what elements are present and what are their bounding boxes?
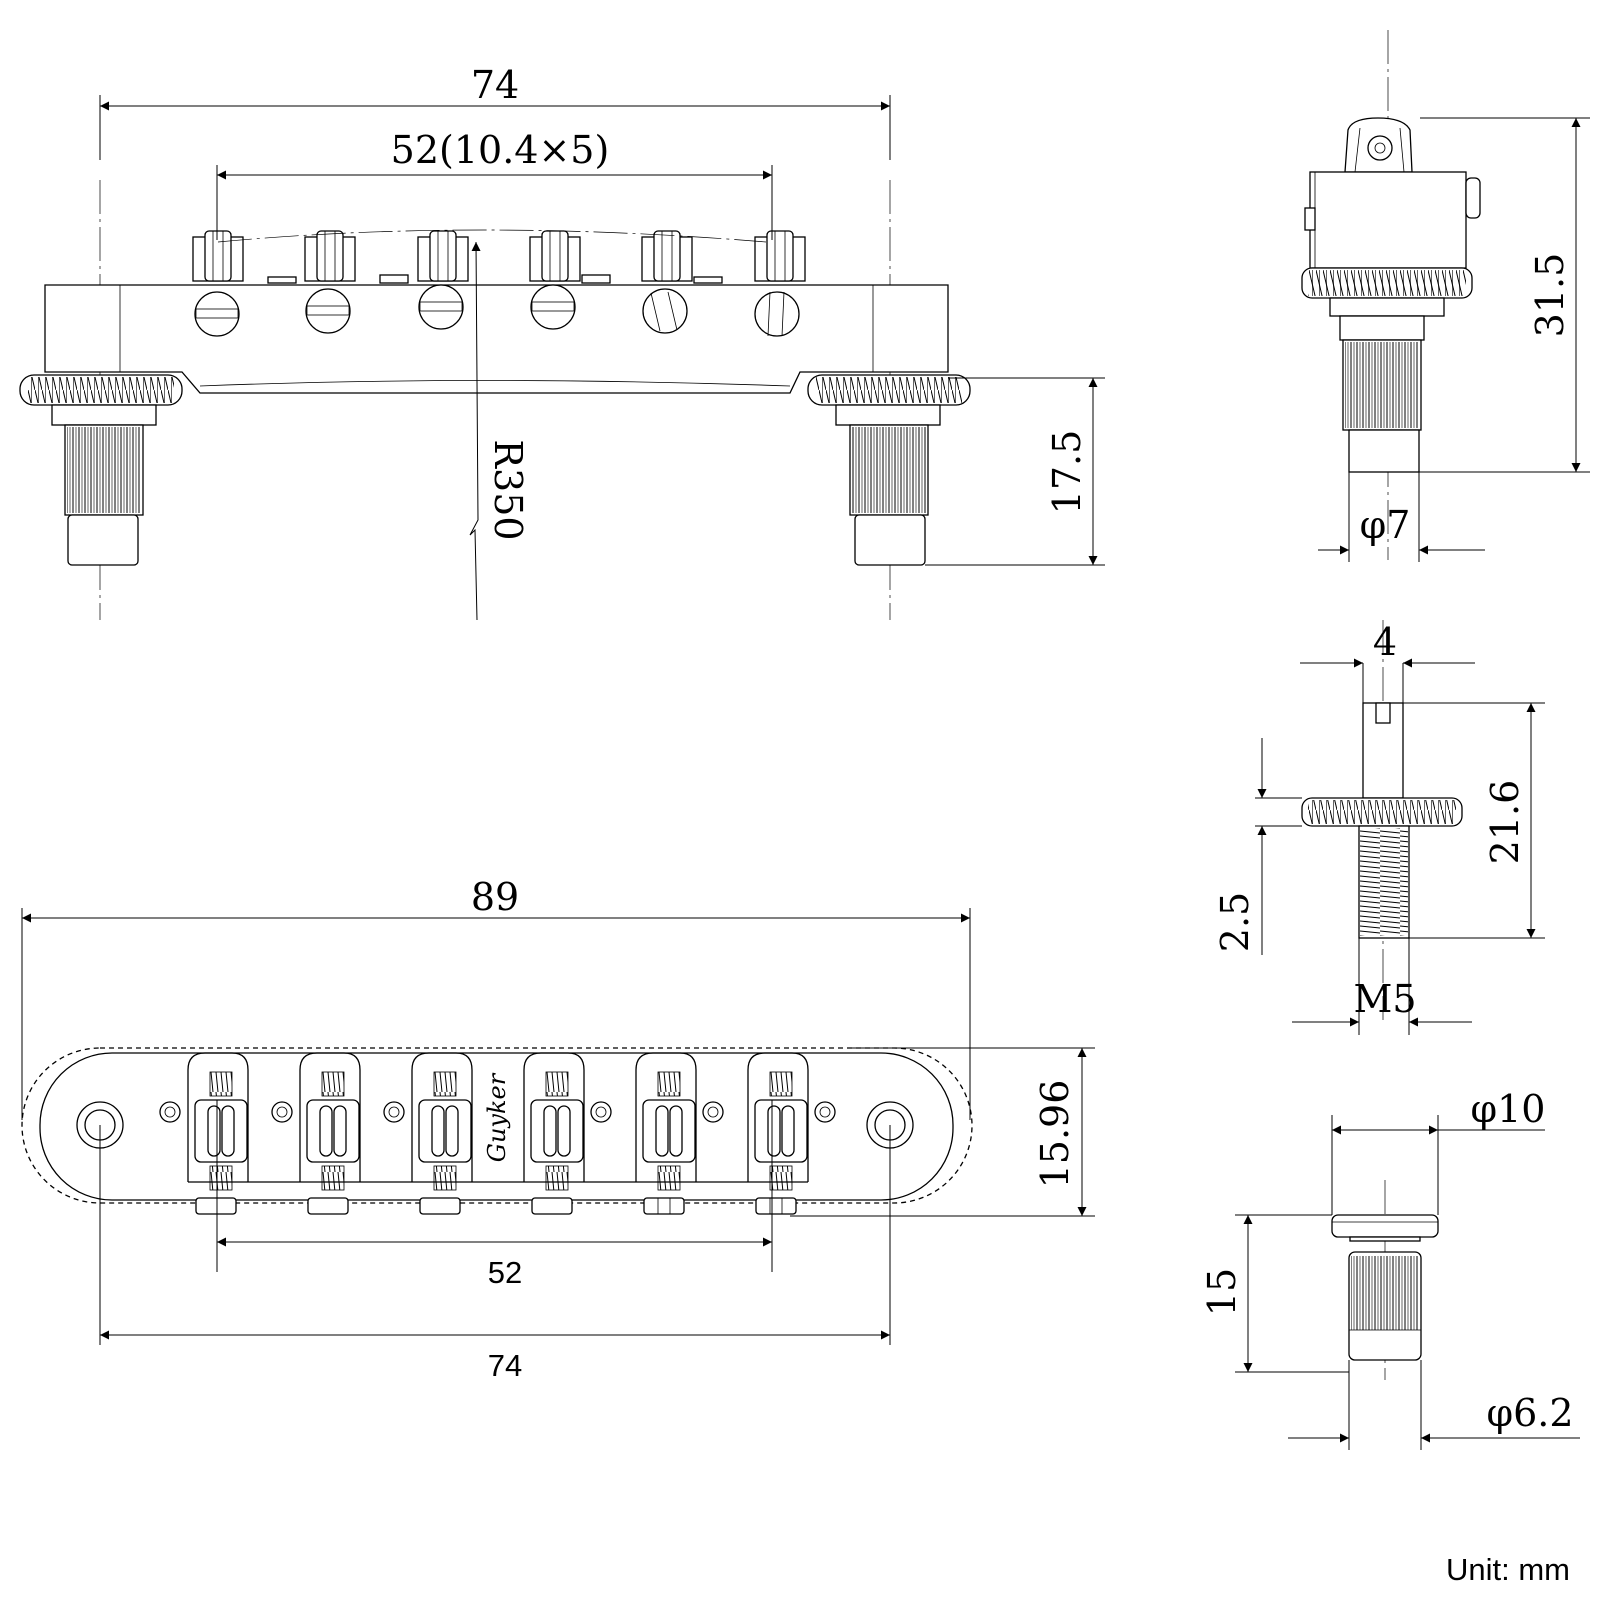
side-view: 31.5 φ7	[1301, 30, 1590, 562]
thread-size-label: M5	[1353, 977, 1416, 1021]
front-right-post	[807, 374, 971, 566]
front-saddles	[192, 230, 806, 284]
intonation-screw-heads	[194, 284, 800, 337]
radius-label: R350	[486, 439, 530, 540]
anchor-post-view: φ10 15 φ6.2	[1200, 1087, 1580, 1450]
top-depth-label: 15.96	[1033, 1080, 1077, 1189]
saddle-slots	[187, 1052, 809, 1183]
top-spacing-label: 52	[488, 1255, 522, 1290]
top-length-label: 89	[471, 875, 519, 919]
top-saddles	[194, 1071, 808, 1191]
top-post-spacing-label: 74	[488, 1348, 522, 1383]
post-diameter-label: φ7	[1360, 503, 1411, 547]
front-left-post	[19, 374, 183, 566]
shank-diameter-label: φ6.2	[1486, 1391, 1573, 1435]
front-width-label: 74	[471, 63, 519, 107]
wheel-thickness-label: 2.5	[1213, 892, 1257, 952]
top-bridge-body	[39, 1052, 954, 1201]
screw-head-width-label: 4	[1373, 620, 1397, 664]
height-to-base-label: 17.5	[1045, 430, 1089, 515]
side-housing	[1309, 171, 1467, 269]
set-screws	[159, 1101, 836, 1123]
head-diameter-label: φ10	[1471, 1087, 1546, 1131]
side-height-label: 31.5	[1528, 253, 1572, 338]
screw-ends	[195, 1197, 797, 1215]
anchor-length-label: 15	[1200, 1268, 1244, 1316]
top-view: Guyker 89 15.96 52	[21, 875, 1095, 1383]
screw-length-label: 21.6	[1483, 780, 1527, 865]
front-view: 74 52(10.4×5) R350 17.5	[19, 63, 1105, 621]
saddle-screw-view: 4 21.6 2.5 M5	[1213, 620, 1545, 1035]
brand-logo: Guyker	[483, 1072, 511, 1162]
front-spacing-label: 52(10.4×5)	[391, 128, 610, 172]
front-bridge-body	[44, 284, 949, 394]
unit-note: Unit: mm	[1446, 1552, 1570, 1587]
